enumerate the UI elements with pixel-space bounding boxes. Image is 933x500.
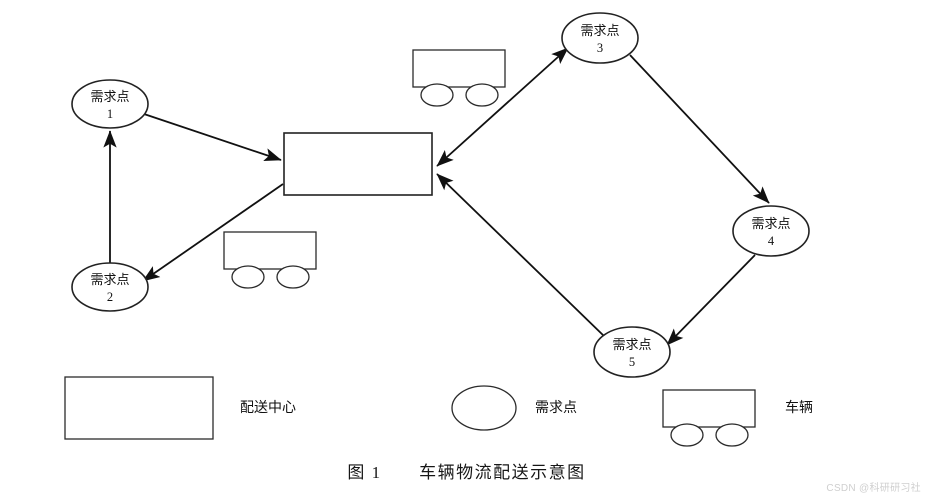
edge-demand3-to-demand4 xyxy=(629,54,770,204)
edge-demand1-to-center xyxy=(143,113,282,162)
demand-node-ellipse xyxy=(593,326,671,378)
edge-center-to-demand3 xyxy=(436,47,569,167)
edge-demand4-to-demand5 xyxy=(666,254,756,346)
vehicle-body xyxy=(412,49,506,88)
vehicle-wheel-rear xyxy=(276,265,310,289)
demand-node-4[interactable]: 需求点 4 xyxy=(732,205,810,257)
vehicle-wheel-front xyxy=(420,83,454,107)
demand-node-index: 2 xyxy=(107,290,113,304)
demand-node-index: 4 xyxy=(768,234,775,248)
legend-rect-shape xyxy=(64,376,214,440)
demand-node-2[interactable]: 需求点 2 xyxy=(71,262,149,312)
demand-node-ellipse xyxy=(732,205,810,257)
legend-ellipse-shape xyxy=(451,385,517,431)
demand-node-label: 需求点 xyxy=(90,89,129,104)
demand-node-index: 1 xyxy=(107,107,113,121)
figure-caption-number: 图 1 xyxy=(347,463,382,482)
demand-node-index: 5 xyxy=(629,355,635,369)
demand-node-index: 3 xyxy=(597,41,603,55)
demand-node-5[interactable]: 需求点 5 xyxy=(593,326,671,378)
vehicle-wheel-front xyxy=(231,265,265,289)
vehicle-body xyxy=(662,389,756,428)
demand-node-label: 需求点 xyxy=(612,337,651,352)
demand-node-3[interactable]: 需求点 3 xyxy=(561,12,639,64)
edge-demand5-to-center xyxy=(436,173,606,338)
legend-label-demand-point: 需求点 xyxy=(535,400,577,416)
edge-center-to-demand2 xyxy=(142,183,284,282)
distribution-center-node[interactable] xyxy=(283,132,433,196)
legend-distribution-center: 配送中心 xyxy=(64,376,296,440)
demand-node-label: 需求点 xyxy=(580,23,619,38)
vehicle-body xyxy=(223,231,317,270)
legend-label-vehicle: 车辆 xyxy=(785,399,813,416)
figure-caption: 图 1 车辆物流配送示意图 xyxy=(0,458,933,483)
demand-node-1[interactable]: 需求点 1 xyxy=(71,79,149,129)
legend-demand-point: 需求点 xyxy=(451,385,577,431)
edge-layer xyxy=(103,47,770,346)
demand-node-ellipse xyxy=(71,79,149,129)
demand-node-label: 需求点 xyxy=(751,216,790,231)
figure-caption-title: 车辆物流配送示意图 xyxy=(419,463,586,482)
demand-node-ellipse xyxy=(561,12,639,64)
demand-node-ellipse xyxy=(71,262,149,312)
legend-vehicle: 车辆 xyxy=(662,389,813,447)
distribution-center-rect xyxy=(283,132,433,196)
vehicle-icon-left xyxy=(223,231,317,289)
vehicle-wheel-rear xyxy=(465,83,499,107)
watermark: CSDN @科研研习社 xyxy=(826,483,921,494)
vehicle-icon-top xyxy=(412,49,506,107)
vehicle-wheel-rear xyxy=(715,423,749,447)
legend-label-distribution-center: 配送中心 xyxy=(240,400,296,416)
demand-node-label: 需求点 xyxy=(90,272,129,287)
vehicle-wheel-front xyxy=(670,423,704,447)
